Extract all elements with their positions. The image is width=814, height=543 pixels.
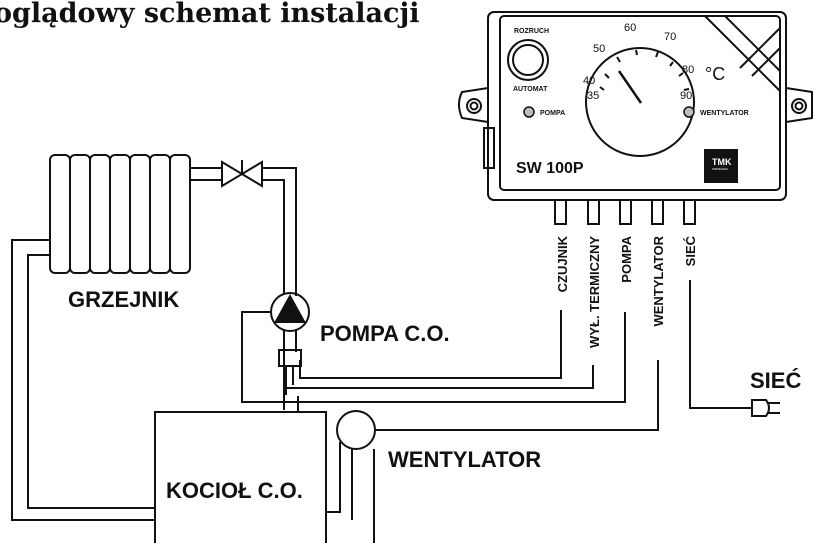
pump-cable	[241, 311, 626, 403]
controller-model: SW 100P	[516, 160, 584, 177]
cable-glands	[554, 200, 696, 225]
start-button-bezel	[507, 39, 549, 81]
fan-icon	[326, 410, 376, 543]
dial-mark-40: 40	[583, 75, 595, 87]
cable-label-sensor: CZUJNIK	[555, 235, 570, 292]
pump-led-label: POMPA	[540, 110, 565, 117]
panel-corner-decoration	[704, 15, 781, 92]
controller-front-panel	[499, 15, 781, 191]
fan-cable	[375, 360, 659, 431]
boiler-label: KOCIOŁ C.O.	[166, 478, 303, 503]
dial-pointer	[617, 70, 643, 104]
cable-label-thermal-switch: WYŁ. TERMICZNY	[587, 236, 602, 348]
valve-icon	[221, 160, 263, 188]
dial-ticks	[599, 49, 690, 91]
mains-plug-icon	[751, 399, 780, 417]
left-mounting-ear	[458, 87, 489, 123]
dial-mark-60: 60	[624, 22, 636, 34]
pump-icon	[270, 292, 310, 332]
fan-led	[683, 106, 695, 118]
cable-label-pump: POMPA	[619, 235, 634, 282]
dial-mark-50: 50	[593, 43, 605, 55]
dial-mark-90: 90	[680, 90, 692, 102]
pump-label: POMPA C.O.	[320, 321, 450, 346]
sensor-block	[278, 349, 302, 395]
radiator-label: GRZEJNIK	[68, 287, 179, 312]
radiator-icon	[49, 154, 191, 274]
start-button	[512, 44, 544, 76]
right-screw-hole-inner	[794, 101, 804, 111]
boiler-icon	[154, 396, 327, 543]
mains-label: SIEĆ	[750, 368, 801, 393]
tmk-logo-text: TMK	[712, 157, 732, 167]
controller-housing	[487, 11, 787, 201]
controller-unit: ROZRUCH AUTOMAT 35 40 50 60 70 80 90 °C …	[458, 11, 813, 201]
dial-mark-80: 80	[682, 64, 694, 76]
diagram-heading: oglądowy schemat instalacji	[0, 0, 420, 29]
fan-led-label: WENTYLATOR	[700, 110, 749, 117]
mains-cable	[689, 280, 752, 409]
auto-mode-label: AUTOMAT	[513, 86, 548, 93]
tmk-logo	[704, 149, 738, 183]
right-screw-hole	[791, 98, 807, 114]
right-mounting-ear	[785, 87, 813, 123]
cable-label-mains: SIEĆ	[683, 235, 698, 266]
tmk-logo-subtext: WRZEŚNIA	[712, 166, 728, 171]
cable-label-fan: WENTYLATOR	[651, 235, 666, 326]
pump-led	[523, 106, 535, 118]
start-button-label: ROZRUCH	[514, 28, 549, 35]
temperature-dial	[585, 47, 695, 157]
left-screw-hole-inner	[469, 101, 479, 111]
cables	[241, 280, 752, 431]
dial-mark-70: 70	[664, 31, 676, 43]
thermal-switch-cable	[287, 365, 594, 389]
sensor-cable	[299, 310, 562, 379]
temperature-unit: °C	[705, 64, 725, 84]
left-screw-hole	[466, 98, 482, 114]
dial-mark-35: 35	[587, 90, 599, 102]
fan-label: WENTYLATOR	[388, 447, 541, 472]
